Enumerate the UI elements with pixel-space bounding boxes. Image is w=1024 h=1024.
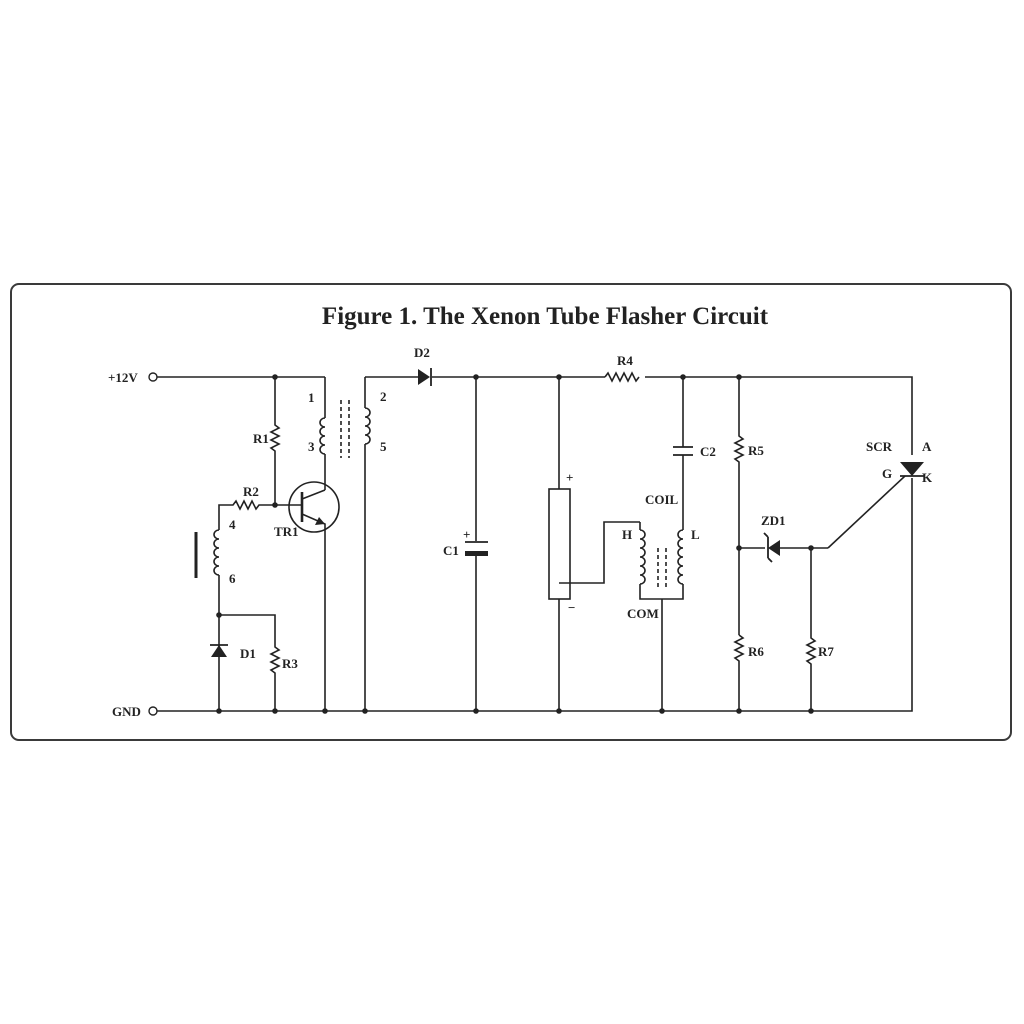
label-c1: C1: [443, 543, 459, 558]
label-d2: D2: [414, 345, 430, 360]
transformer: [319, 377, 371, 711]
label-c1-plus: +: [463, 527, 470, 542]
label-r7: R7: [818, 644, 834, 659]
scr-thyristor: [827, 462, 924, 549]
diode-d1: [210, 644, 228, 657]
label-pin6: 6: [229, 571, 236, 586]
trigger-coil: [639, 522, 684, 711]
ground-terminal: [148, 706, 158, 716]
feedback-winding: [194, 529, 220, 711]
capacitor-c1: [465, 377, 488, 711]
label-r2: R2: [243, 484, 259, 499]
resistor-r4: [604, 371, 640, 383]
resistor-r6: [733, 634, 745, 711]
label-r3: R3: [282, 656, 298, 671]
resistor-r5: [733, 377, 745, 635]
junction-dots: [216, 374, 814, 714]
label-scr: SCR: [866, 439, 893, 454]
supply-terminal: [148, 372, 158, 382]
label-coil-com: COM: [627, 606, 659, 621]
diode-d2: [418, 368, 432, 386]
ground-rail: [157, 478, 913, 712]
capacitor-c2: [673, 377, 693, 522]
label-r6: R6: [748, 644, 764, 659]
label-zd1: ZD1: [761, 513, 786, 528]
figure-title: Figure 1. The Xenon Tube Flasher Circuit: [321, 303, 769, 330]
label-pin4: 4: [229, 517, 236, 532]
label-scr-k: K: [922, 470, 933, 485]
label-coil-h: H: [622, 527, 632, 542]
label-pin5: 5: [380, 439, 387, 454]
label-pin2: 2: [380, 389, 387, 404]
label-coil: COIL: [645, 492, 679, 507]
xenon-tube: [548, 377, 640, 711]
label-ground: GND: [112, 704, 141, 719]
label-scr-g: G: [882, 466, 892, 481]
label-tr1: TR1: [274, 524, 299, 539]
resistor-r3: [219, 614, 281, 711]
resistor-r2: [218, 499, 275, 530]
zener-zd1: [739, 532, 828, 563]
top-rail: [157, 376, 913, 455]
label-d1: D1: [240, 646, 256, 661]
label-coil-l: L: [691, 527, 700, 542]
label-tube-minus: −: [568, 600, 575, 615]
transistor-tr1: [275, 481, 340, 711]
resistor-r7: [805, 548, 817, 711]
label-pin3: 3: [308, 439, 315, 454]
label-tube-plus: +: [566, 470, 573, 485]
label-c2: C2: [700, 444, 716, 459]
label-scr-a: A: [922, 439, 932, 454]
label-r5: R5: [748, 443, 764, 458]
label-pin1: 1: [308, 390, 315, 405]
label-supply: +12V: [108, 370, 138, 385]
label-r4: R4: [617, 353, 633, 368]
figure-frame: [10, 283, 1012, 741]
label-r1: R1: [253, 431, 269, 446]
resistor-r1: [269, 377, 281, 505]
